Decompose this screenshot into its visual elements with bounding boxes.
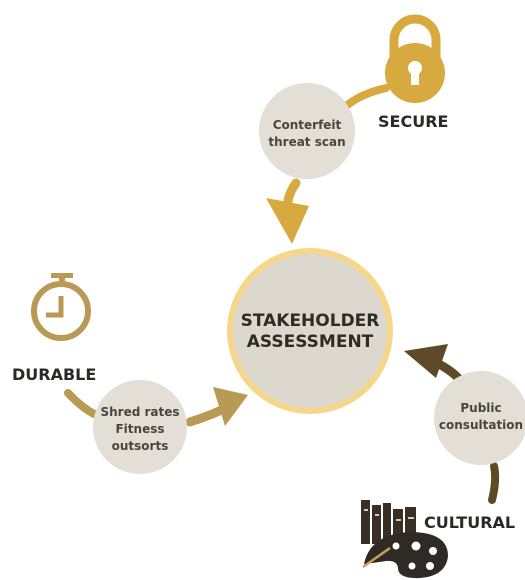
secure-bubble: Conterfeit threat scan xyxy=(259,83,355,179)
cultural-label: CULTURAL xyxy=(424,513,515,532)
center-node: STAKEHOLDER ASSESSMENT xyxy=(227,248,393,414)
cultural-bubble-line2: consultation xyxy=(439,418,523,432)
center-title-line1: STAKEHOLDER xyxy=(241,311,380,331)
secure-arrowhead xyxy=(266,198,309,244)
secure-label: SECURE xyxy=(378,112,448,131)
secure-bubble-line1: Conterfeit xyxy=(273,118,342,132)
center-title-line2: ASSESSMENT xyxy=(247,332,374,352)
padlock-icon xyxy=(385,14,445,103)
cultural-bubble: Public consultation xyxy=(434,371,525,465)
books-and-palette-icon xyxy=(361,500,448,579)
durable-arrowhead xyxy=(213,387,248,426)
durable-connector xyxy=(64,387,248,427)
cultural-arrowhead xyxy=(404,344,448,378)
durable-bubble-line3: outsorts xyxy=(112,439,169,453)
cultural-bubble-line1: Public xyxy=(460,401,501,415)
secure-bubble-line2: threat scan xyxy=(268,135,345,149)
durable-bubble-line1: Shred rates xyxy=(100,405,179,419)
stopwatch-icon xyxy=(31,273,91,341)
durable-label: DURABLE xyxy=(12,365,96,384)
durable-bubble-line2: Fitness xyxy=(115,422,164,436)
durable-bubble: Shred rates Fitness outsorts xyxy=(93,380,187,474)
